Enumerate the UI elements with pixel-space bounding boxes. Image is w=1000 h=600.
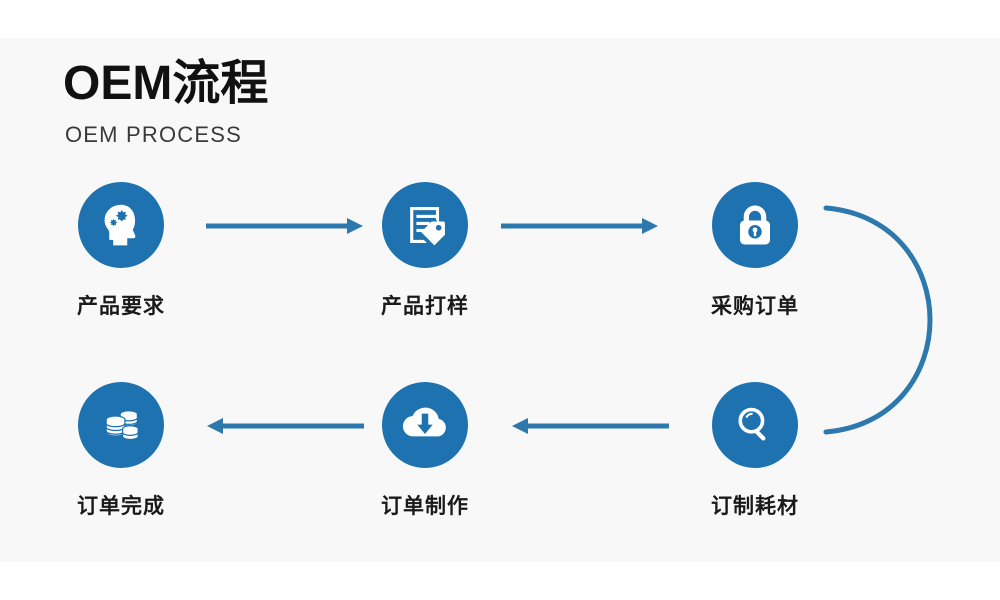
step-1-circle	[78, 182, 164, 268]
step-5-circle	[382, 382, 468, 468]
head-gears-icon	[96, 200, 146, 250]
step-4-circle	[712, 382, 798, 468]
step-6-label: 订单完成	[77, 495, 165, 518]
curve-step3-to-step4	[818, 198, 938, 442]
step-3-circle	[712, 182, 798, 268]
arrow-step5-to-step6	[200, 416, 365, 436]
padlock-icon	[731, 201, 779, 249]
step-1-label: 产品要求	[77, 295, 165, 318]
step-node-6[interactable]: 订单完成	[31, 382, 211, 520]
arrow-step1-to-step2	[205, 216, 365, 236]
step-node-1[interactable]: 产品要求	[31, 182, 211, 320]
arrow-step2-to-step3	[500, 216, 660, 236]
magnifier-icon	[732, 402, 778, 448]
step-6-circle	[78, 382, 164, 468]
page-title: OEM流程	[63, 57, 269, 110]
step-4-label: 订制耗材	[711, 495, 799, 518]
coin-stacks-icon	[96, 400, 146, 450]
document-tag-icon	[400, 200, 450, 250]
arrow-step4-to-step5	[505, 416, 670, 436]
step-node-2[interactable]: 产品打样	[335, 182, 515, 320]
cloud-download-icon	[399, 399, 451, 451]
step-2-label: 产品打样	[381, 295, 469, 318]
content-panel	[0, 38, 1000, 562]
step-node-5[interactable]: 订单制作	[335, 382, 515, 520]
step-2-circle	[382, 182, 468, 268]
step-3-label: 采购订单	[711, 295, 799, 318]
page-subtitle: OEM PROCESS	[65, 122, 243, 147]
step-node-4[interactable]: 订制耗材	[665, 382, 845, 520]
step-5-label: 订单制作	[381, 495, 469, 518]
step-node-3[interactable]: 采购订单	[665, 182, 845, 320]
